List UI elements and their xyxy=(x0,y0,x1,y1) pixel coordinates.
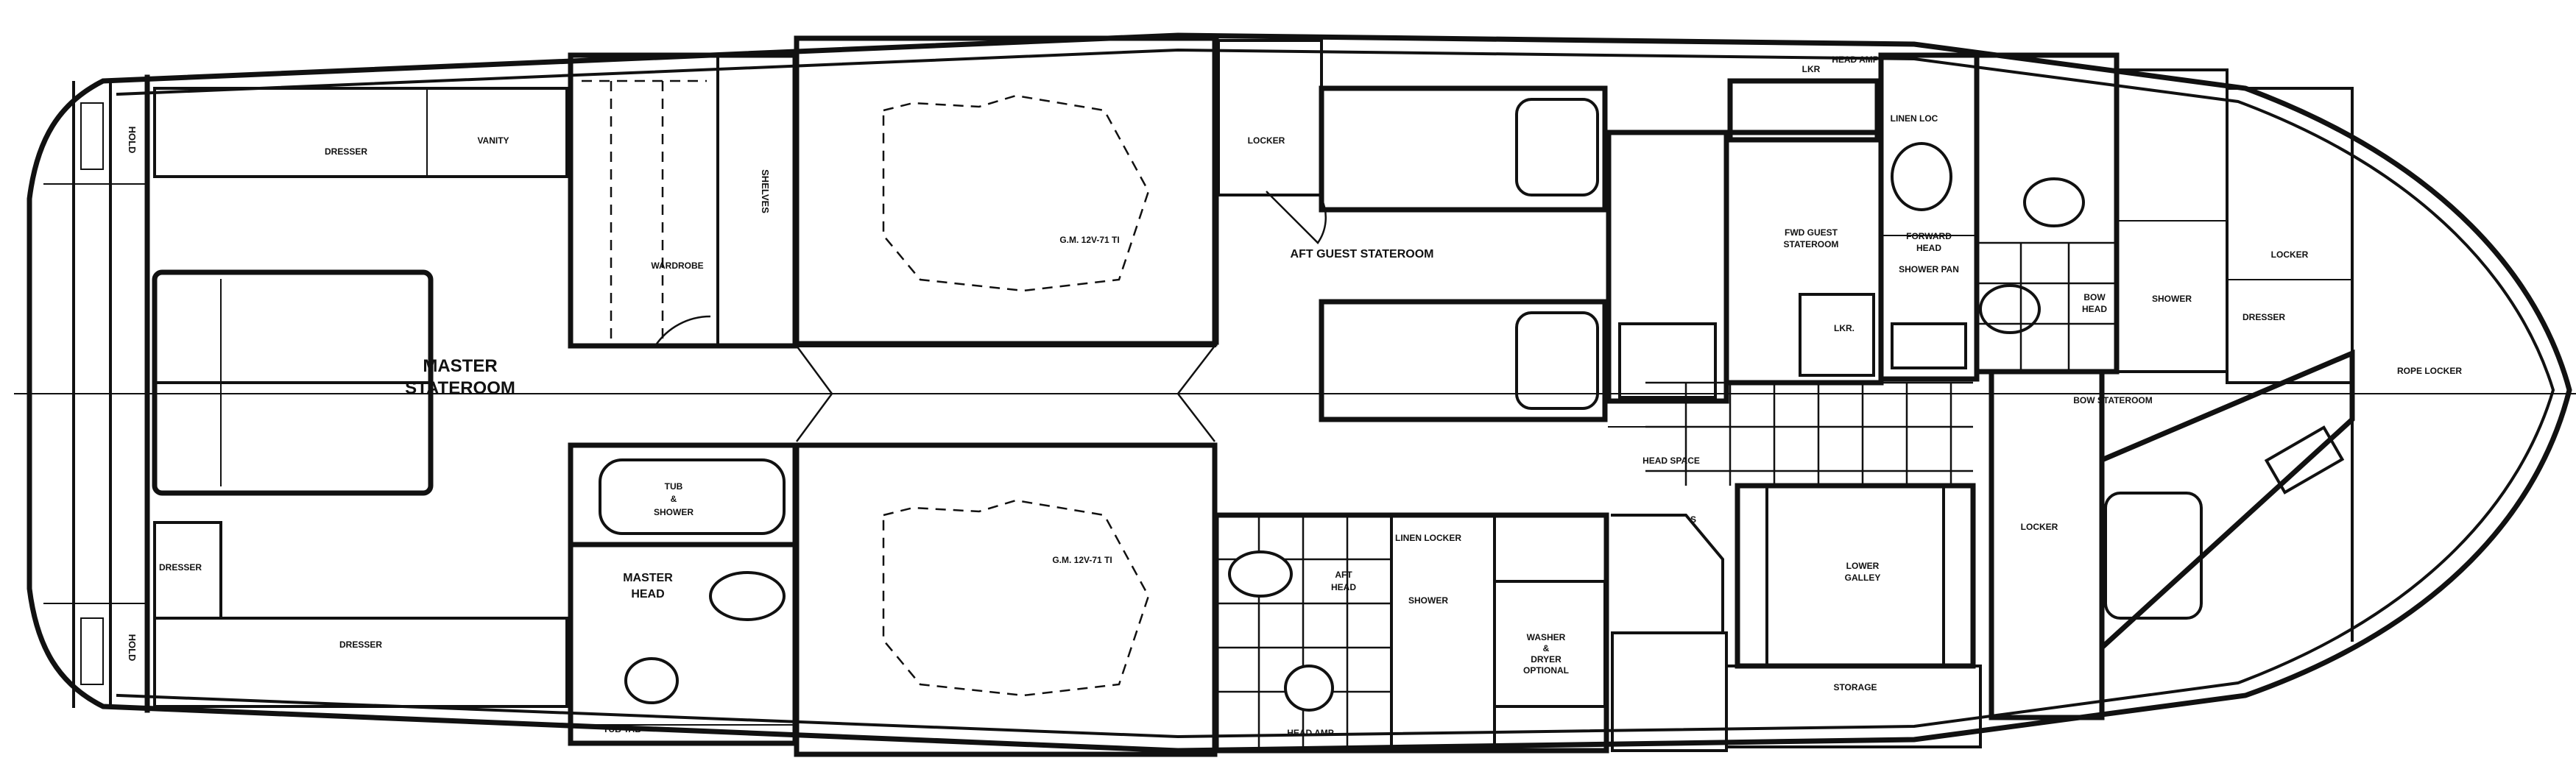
washer-label-3: DRYER xyxy=(1531,654,1562,665)
forward-head-label: FORWARD xyxy=(1906,231,1952,241)
lower-galley-label: LOWER xyxy=(1846,561,1880,571)
master-stateroom-label-2: STATEROOM xyxy=(405,378,515,398)
engine-room xyxy=(794,35,1218,757)
wardrobe-label: WARDROBE xyxy=(651,261,703,271)
linen-loc-label: LINEN LOC xyxy=(1891,113,1938,124)
lkr-label: LKR. xyxy=(1834,323,1855,333)
aft-guest-stateroom xyxy=(1213,38,1608,422)
aft-head-label-2: HEAD xyxy=(1331,582,1356,592)
locker-lower-label: LOCKER xyxy=(2021,522,2058,532)
tub-shower-label-2: & xyxy=(671,494,677,504)
lower-galley xyxy=(1645,381,1982,748)
master-head-label-2: HEAD xyxy=(631,588,664,600)
bow-head-label-2: HEAD xyxy=(2082,304,2107,314)
master-stateroom-label: MASTER xyxy=(423,356,497,376)
bow-lockers xyxy=(2115,68,2354,642)
shelves-label: SHELVES xyxy=(760,169,771,213)
hold-label: HOLD xyxy=(127,127,138,154)
dresser-fwd-label: DRESSER xyxy=(2242,312,2285,322)
fwd-guest-label: FWD GUEST xyxy=(1785,227,1838,238)
dresser-top-label: DRESSER xyxy=(325,146,367,157)
tub-shower-label-3: SHOWER xyxy=(654,507,694,517)
companionway xyxy=(1606,130,1729,752)
hold-lower-label: HOLD xyxy=(127,634,138,662)
shower-fwd-label: SHOWER xyxy=(2152,294,2192,304)
tub-ext-label: TUB TAB xyxy=(603,724,641,734)
shower-aft-label: SHOWER xyxy=(1408,595,1448,606)
washer-label: WASHER xyxy=(1527,632,1566,642)
door-label-bottom: HEAD AMP xyxy=(1287,728,1334,738)
forward-head-label-2: HEAD xyxy=(1916,243,1941,253)
head-space-label: HEAD SPACE xyxy=(1642,456,1700,466)
dresser-left-label: DRESSER xyxy=(159,562,202,573)
aft-head xyxy=(1213,512,1609,754)
bow-stateroom-label: BOW STATEROOM xyxy=(2073,395,2153,405)
linen-locker-label: LINEN LOCKER xyxy=(1395,533,1461,543)
bow-stateroom xyxy=(1989,349,2355,720)
rope-locker-label: ROPE LOCKER xyxy=(2397,366,2462,376)
transom xyxy=(43,81,148,708)
master-stateroom xyxy=(144,74,568,713)
washer-label-2: & xyxy=(1543,643,1550,653)
aft-guest-stateroom-label: AFT GUEST STATEROOM xyxy=(1291,248,1434,261)
engine-bottom-label: G.M. 12V-71 TI xyxy=(1052,555,1112,565)
vanity-label: VANITY xyxy=(477,135,509,146)
bow-head xyxy=(1974,52,2120,375)
shower-pan-label: SHOWER PAN xyxy=(1899,264,1959,274)
locker-fwd-label: LOCKER xyxy=(2271,249,2309,260)
step-label: S xyxy=(1690,514,1696,525)
dresser-bottom-label: DRESSER xyxy=(339,639,382,650)
master-head-label: MASTER xyxy=(623,572,673,584)
master-head xyxy=(568,442,798,746)
fwd-guest-label-2: STATEROOM xyxy=(1784,239,1839,249)
storage-label: STORAGE xyxy=(1833,682,1877,692)
tub-shower-label: TUB xyxy=(665,481,683,492)
bow-head-label: BOW xyxy=(2083,292,2106,302)
engine-top-label: G.M. 12V-71 TI xyxy=(1059,235,1119,245)
door-label-top: HEAD AMP xyxy=(1832,54,1879,65)
locker-aft-label: LOCKER xyxy=(1248,135,1285,146)
washer-label-4: OPTIONAL xyxy=(1523,665,1569,676)
aft-head-label: AFT xyxy=(1335,570,1352,580)
misc-lkr-label: LKR xyxy=(1802,64,1821,74)
lower-galley-label-2: GALLEY xyxy=(1845,573,1881,583)
hull-outline xyxy=(14,32,2576,754)
forward-head xyxy=(1878,52,1980,382)
